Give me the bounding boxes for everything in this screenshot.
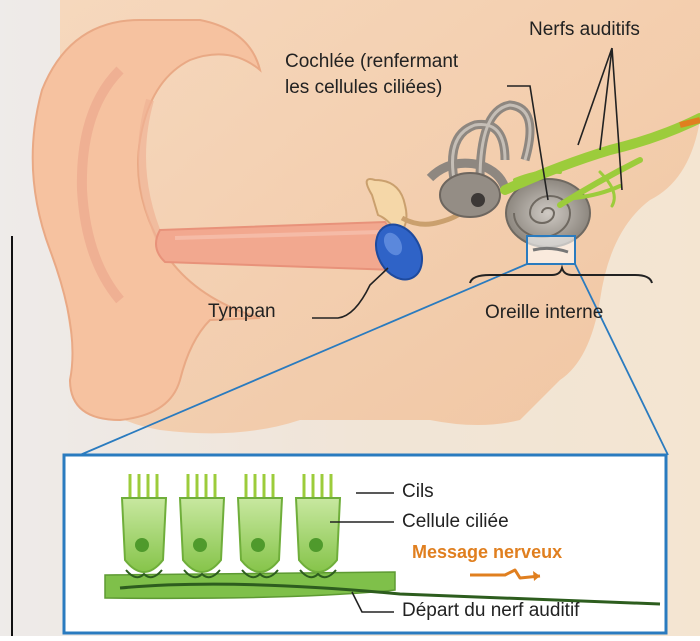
cell-nucleus xyxy=(193,538,207,552)
label-cils: Cils xyxy=(402,481,434,503)
label-nerfs-auditifs: Nerfs auditifs xyxy=(529,19,640,41)
label-message-nerveux: Message nerveux xyxy=(412,542,562,563)
cell-nucleus xyxy=(135,538,149,552)
label-cochlee-line1: Cochlée (renfermant xyxy=(285,51,458,73)
cell-body xyxy=(238,498,282,572)
cell-nucleus xyxy=(251,538,265,552)
cell-body xyxy=(296,498,340,572)
label-cochlee-line2: les cellules ciliées) xyxy=(285,77,442,99)
cell-body xyxy=(180,498,224,572)
ear-canal xyxy=(156,222,396,270)
label-tympan: Tympan xyxy=(208,301,276,323)
cell-nucleus xyxy=(309,538,323,552)
cell-body xyxy=(122,498,166,572)
label-cellule-ciliee: Cellule ciliée xyxy=(402,511,509,533)
label-depart-nerf: Départ du nerf auditif xyxy=(402,600,579,622)
label-oreille-interne: Oreille interne xyxy=(485,302,603,324)
